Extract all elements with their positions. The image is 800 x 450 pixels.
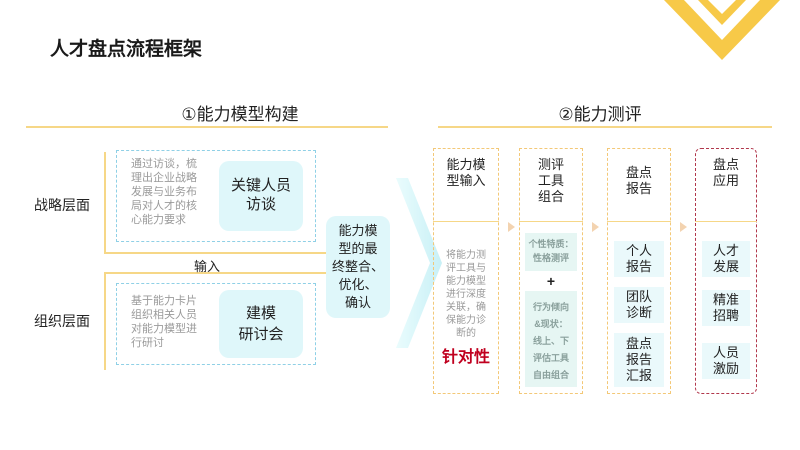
strategy-panel: 通过访谈，梳 理出企业战略 发展与业务布 局对人才的核 心能力要求 关键人员 访… [116, 150, 316, 242]
plus-sign: + [546, 273, 556, 289]
key-personnel-interview-box: 关键人员 访谈 [219, 161, 303, 231]
big-arrow-icon [396, 178, 442, 348]
input-label: 输入 [194, 259, 221, 274]
staff-incentive-box: 人员 激励 [702, 343, 750, 379]
individual-report-box: 个人 报告 [614, 241, 664, 277]
page-title: 人才盘点流程框架 [50, 39, 203, 60]
team-diagnosis-box: 团队 诊断 [614, 287, 664, 323]
inventory-report-summary-box: 盘点 报告 汇报 [614, 333, 664, 387]
column-inventory-application: 盘点 应用 人才 发展 精准 招聘 人员 激励 [695, 148, 757, 394]
strategy-description: 通过访谈，梳 理出企业战略 发展与业务布 局对人才的核 心能力要求 [131, 158, 197, 226]
flow-arrow-1-icon [508, 222, 515, 232]
column4-divider [695, 221, 757, 222]
section1-divider [26, 126, 388, 128]
row-label-organization: 组织层面 [34, 313, 90, 329]
column-model-input-head: 能力模 型输入 [446, 157, 486, 188]
precise-recruitment-box: 精准 招聘 [702, 290, 750, 326]
talent-development-box: 人才 发展 [702, 241, 750, 277]
connector-org-horizontal [104, 272, 328, 274]
model-input-description: 将能力测 评工具与 能力模型 进行深度 关联，确 保能力诊 断的 [446, 250, 486, 339]
organization-panel: 基于能力卡片 组织相关人员 对能力模型进 行研讨 建模 研讨会 [116, 283, 316, 365]
flow-arrow-2-icon [592, 222, 599, 232]
column-inventory-report-head: 盘点 报告 [625, 165, 652, 196]
final-integration-box: 能力模 型的最 终整合、 优化、 确认 [326, 216, 390, 318]
behavior-tendency-box: 行为倾向 &现状： 线上、下 评估工具 自由组合 [525, 291, 577, 387]
column-assessment-tools-head: 测评 工具 组合 [537, 157, 564, 204]
flow-arrow-3-icon [680, 222, 687, 232]
section2-divider [438, 126, 772, 128]
section2-title: ②能力测评 [558, 105, 642, 124]
modeling-workshop-box: 建模 研讨会 [219, 290, 303, 358]
personality-trait-box: 个性特质： 性格测评 [525, 233, 577, 271]
targeted-emphasis: 针对性 [441, 349, 490, 366]
column-inventory-report: 盘点 报告 个人 报告 团队 诊断 盘点 报告 汇报 [607, 148, 671, 394]
column1-divider [433, 221, 499, 222]
corner-logo-icon [664, 0, 780, 60]
column3-divider [607, 221, 671, 222]
column-assessment-tools: 测评 工具 组合 个性特质： 性格测评 + 行为倾向 &现状： 线上、下 评估工… [519, 148, 583, 394]
column2-divider [519, 221, 583, 222]
column-inventory-application-head: 盘点 应用 [712, 157, 739, 188]
section1-title: ①能力模型构建 [181, 105, 299, 124]
connector-org-vertical [104, 272, 106, 370]
column-model-input: 能力模 型输入 将能力测 评工具与 能力模型 进行深度 关联，确 保能力诊 断的… [433, 148, 499, 394]
organization-description: 基于能力卡片 组织相关人员 对能力模型进 行研讨 [131, 295, 197, 349]
row-label-strategy: 战略层面 [34, 197, 90, 213]
connector-strategy-vertical [104, 152, 106, 252]
connector-strategy-horizontal [104, 252, 328, 254]
